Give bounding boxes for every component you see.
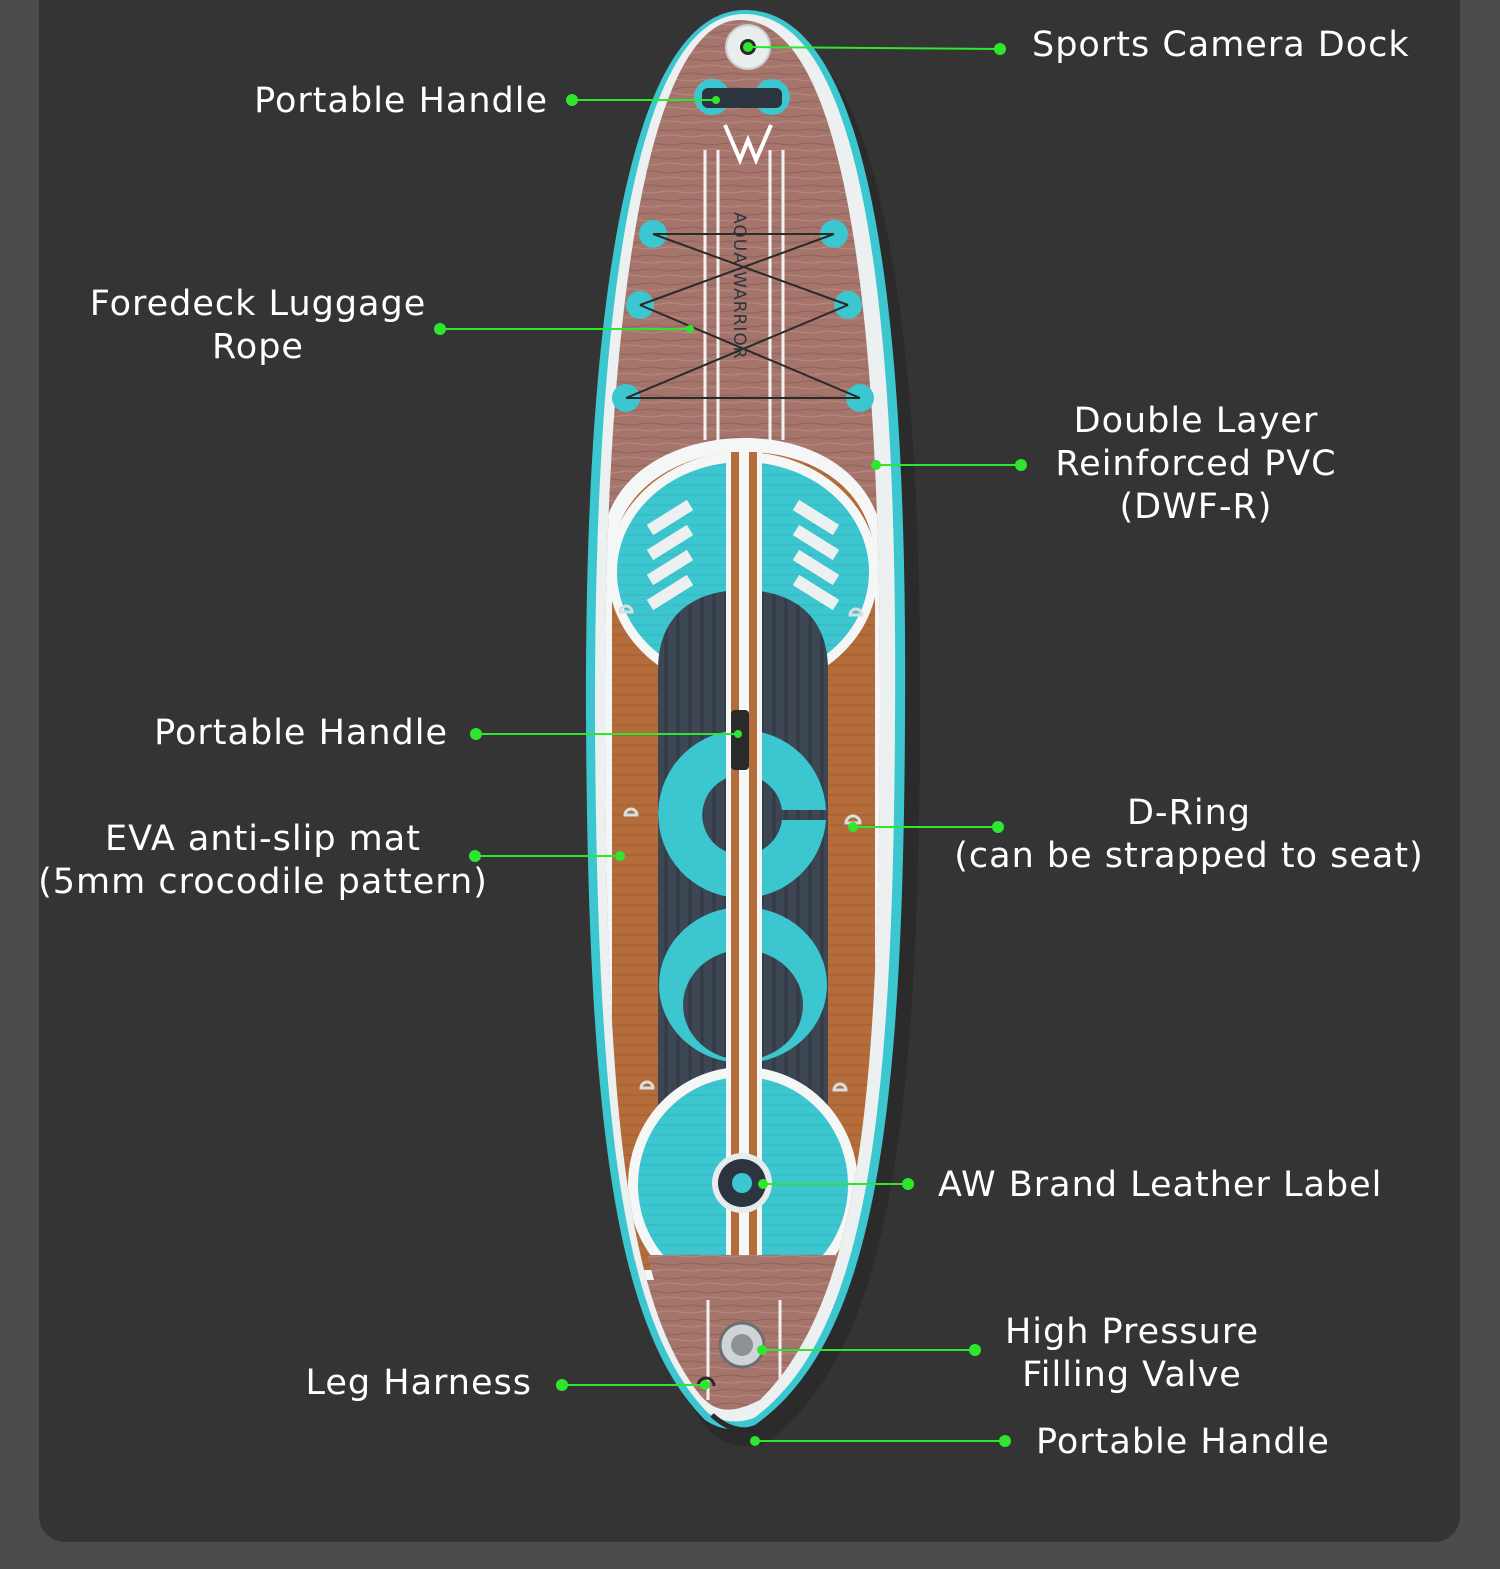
label-high-pressure-valve: High Pressure Filling Valve <box>1000 1311 1264 1397</box>
label-line: D-Ring <box>1126 793 1252 833</box>
board-brand-text: AQUA WARRIOR <box>729 212 749 360</box>
label-line: Portable Handle <box>254 81 548 121</box>
label-eva-anti-slip-mat: EVA anti-slip mat (5mm crocodile pattern… <box>36 818 490 904</box>
label-foredeck-luggage-rope: Foredeck Luggage Rope <box>78 283 438 369</box>
label-line: (DWF-R) <box>1119 487 1273 527</box>
label-line: Reinforced PVC <box>1055 444 1337 484</box>
label-line: High Pressure <box>1004 1312 1260 1352</box>
label-line: Leg Harness <box>305 1363 532 1403</box>
label-line: (5mm crocodile pattern) <box>38 862 488 902</box>
label-line: (can be strapped to seat) <box>954 836 1424 876</box>
label-portable-handle-center: Portable Handle <box>154 712 448 755</box>
label-line: EVA anti-slip mat <box>105 819 421 859</box>
label-line: Portable Handle <box>154 713 448 753</box>
label-portable-handle-front: Portable Handle <box>254 80 548 123</box>
label-line: Double Layer <box>1073 401 1319 441</box>
label-aw-brand-leather-label: AW Brand Leather Label <box>938 1164 1382 1207</box>
label-line: Filling Valve <box>1022 1355 1242 1395</box>
label-line: Portable Handle <box>1036 1422 1330 1462</box>
label-leg-harness: Leg Harness <box>306 1362 533 1405</box>
label-line: Sports Camera Dock <box>1032 25 1410 65</box>
label-d-ring: D-Ring (can be strapped to seat) <box>950 792 1428 878</box>
label-line: AW Brand Leather Label <box>938 1165 1383 1205</box>
label-sports-camera-dock: Sports Camera Dock <box>1032 24 1410 67</box>
label-line: Rope <box>212 327 304 367</box>
label-line: Foredeck Luggage <box>89 284 427 324</box>
label-portable-handle-tail: Portable Handle <box>1036 1421 1330 1464</box>
label-double-layer-pvc: Double Layer Reinforced PVC (DWF-R) <box>1046 400 1346 529</box>
